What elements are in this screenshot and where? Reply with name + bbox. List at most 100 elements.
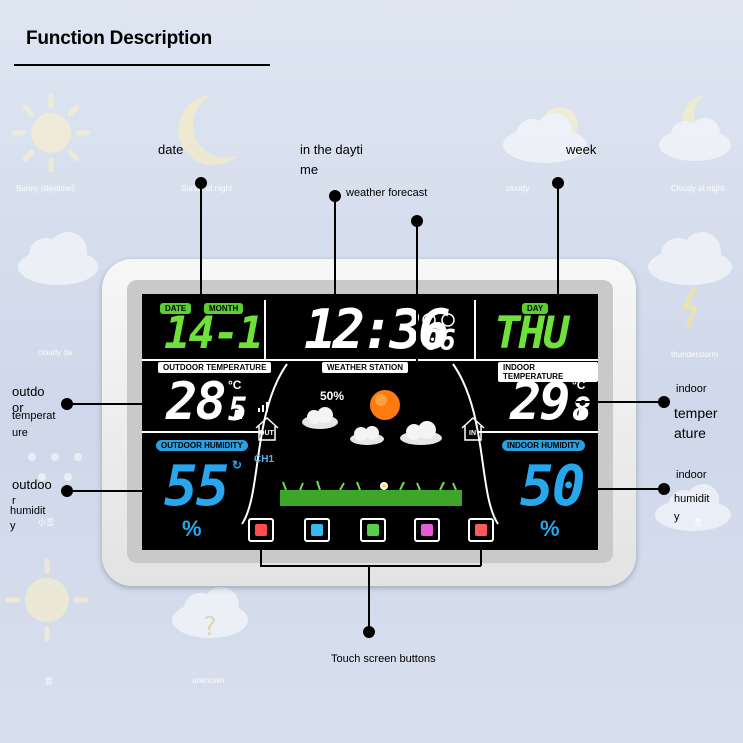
callout-line — [368, 565, 370, 627]
date-tag: DATE — [160, 303, 192, 314]
signal-icon — [258, 402, 268, 412]
callout-indoor-temperature: indoor — [676, 383, 707, 395]
callout-outdoor-temperature: outdo — [12, 384, 45, 399]
outdoor-house-icon — [255, 416, 279, 441]
callout-outdoor-humidity: outdoo — [12, 477, 52, 492]
outdoor-humidity-label: OUTDOOR HUMIDITY — [156, 440, 248, 451]
menu-button[interactable] — [414, 518, 440, 542]
callout-line — [576, 401, 660, 403]
callout-dot — [658, 483, 670, 495]
down-arrow-icon — [367, 524, 379, 536]
background-unknown-icon: ? — [172, 587, 248, 642]
callout-outdoor-temperature: or — [12, 400, 24, 415]
outdoor-temperature-value: 28. — [166, 372, 256, 432]
background-label: Cloudy at night — [671, 184, 725, 193]
day-value: THU — [494, 308, 569, 359]
background-label: cloudy — [506, 184, 530, 193]
trend-arrow-icon: ↻ — [232, 458, 243, 472]
sun-icon — [370, 390, 400, 420]
cloud-icon — [302, 407, 338, 429]
background-label: unknown — [192, 676, 225, 685]
indoor-humidity-percent: % — [540, 516, 560, 541]
weather-station-label: WEATHER STATION — [322, 362, 408, 373]
callout-line — [200, 183, 202, 313]
callout-outdoor-temperature: temperat — [12, 410, 56, 422]
background-label: Sunny (daytime) — [16, 184, 75, 193]
menu-icon — [421, 524, 433, 536]
callout-dot — [363, 626, 375, 638]
callout-line — [557, 183, 559, 313]
outdoor-temperature-decimal: 5 — [228, 390, 247, 428]
callout-outdoor-humidity: r — [12, 495, 16, 507]
light-button[interactable] — [468, 518, 494, 542]
background-sun-icon — [5, 558, 89, 642]
background-label: 小雪 — [38, 518, 54, 527]
background-label: cloudy da — [38, 348, 73, 357]
outdoor-humidity-percent: % — [182, 516, 202, 541]
page-title: Function Description — [26, 28, 213, 49]
month-tag: MONTH — [204, 303, 244, 314]
callout-outdoor-temperature: ure — [12, 427, 28, 439]
callout-line — [260, 565, 481, 567]
time-value: 12:36 — [304, 298, 451, 361]
down-button[interactable] — [360, 518, 386, 542]
callout-date: date — [158, 142, 184, 157]
indoor-temperature-unit: °C — [572, 378, 586, 392]
background-snow-icon — [28, 453, 82, 481]
background-thunderstorm-icon — [648, 232, 732, 328]
indoor-humidity-value: 50 — [520, 454, 585, 519]
callout-line — [260, 544, 262, 566]
callout-touch-buttons: Touch screen buttons — [331, 653, 436, 665]
background-moon-icon — [178, 95, 238, 165]
callout-line — [416, 221, 418, 406]
callout-line — [480, 544, 482, 566]
callout-indoor-humidity: y — [674, 511, 680, 523]
callout-outdoor-humidity: humidit — [10, 505, 46, 517]
channel-label: CH1 — [254, 454, 275, 465]
callout-outdoor-humidity: y — [10, 520, 16, 532]
callout-dot — [658, 396, 670, 408]
up-arrow-icon — [311, 524, 323, 536]
outdoor-humidity-value: 55 — [164, 454, 229, 519]
callout-week: week — [566, 142, 597, 157]
title-underline — [14, 64, 270, 66]
outdoor-temperature-unit: °C — [228, 378, 242, 392]
indoor-humidity-label: INDOOR HUMIDITY — [502, 440, 585, 451]
seconds-value: 06 — [424, 324, 456, 357]
callout-indoor-humidity: indoor — [676, 469, 707, 481]
callout-indoor-temperature: ature — [674, 425, 706, 441]
day-tag: DAY — [522, 303, 549, 314]
lcd-screen: DATE MONTH 14-1 12:36 06 DAY THU OUTDOOR… — [142, 294, 598, 550]
callout-line — [586, 488, 660, 490]
callout-indoor-humidity: humidit — [674, 493, 710, 505]
alarm-status-icon — [422, 313, 455, 327]
callout-weather-forecast: weather forecast — [346, 187, 428, 199]
indoor-temperature-decimal: 8 — [572, 390, 591, 428]
screen-dividers — [142, 300, 598, 525]
cloud-icon — [400, 421, 442, 445]
background-label: thunderstorm — [671, 350, 719, 359]
background-cloud-icon — [18, 232, 98, 285]
background-label: 雪 — [694, 518, 702, 527]
alarm-button[interactable] — [248, 518, 274, 542]
background-cloud-icon — [503, 107, 587, 163]
callout-daytime: in the dayti — [300, 142, 363, 157]
alarm-icon — [255, 524, 267, 536]
background-label: Sunny at night — [181, 184, 233, 193]
up-button[interactable] — [304, 518, 330, 542]
background-label: 雾 — [45, 677, 53, 686]
light-icon — [475, 524, 487, 536]
grass-icon — [280, 480, 462, 506]
out-icon-label: OUT — [259, 430, 274, 437]
outdoor-temperature-label: OUTDOOR TEMPERATURE — [158, 362, 272, 373]
callout-indoor-temperature: temper — [674, 405, 718, 421]
indoor-house-icon — [461, 416, 485, 441]
in-icon-label: IN — [469, 430, 476, 437]
background-sun-icon — [11, 93, 91, 173]
callout-line — [67, 490, 159, 492]
cloud-icon — [350, 426, 384, 445]
background-cloud-night-icon — [659, 95, 731, 161]
callout-line — [67, 403, 167, 405]
background-cloud-icon — [655, 484, 731, 531]
svg-text:?: ? — [203, 612, 217, 642]
